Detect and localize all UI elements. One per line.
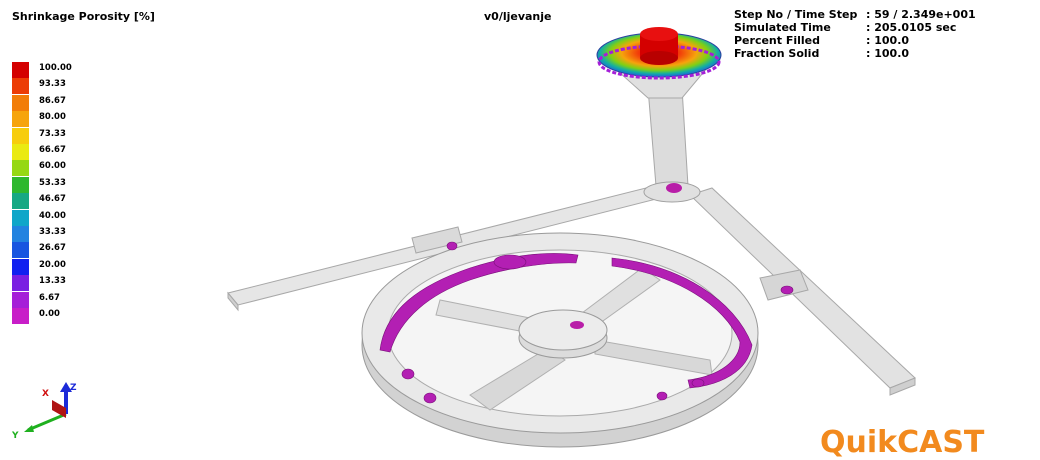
legend-level: 100.00: [12, 62, 132, 78]
legend-level: 6.67: [12, 291, 132, 308]
stat-value: : 205.0105 sec: [866, 21, 957, 34]
stat-value: : 59 / 2.349e+001: [866, 8, 976, 21]
legend-swatch: [12, 127, 29, 144]
legend-swatch: [12, 176, 29, 193]
legend-swatch: [12, 242, 29, 259]
result-title: Shrinkage Porosity [%]: [12, 10, 155, 23]
legend-label: 80.00: [39, 112, 66, 123]
legend-level: 13.33: [12, 275, 132, 292]
stat-label: Fraction Solid: [734, 47, 820, 60]
legend-swatch: [12, 275, 29, 292]
legend-swatch: [12, 193, 29, 210]
legend-label: 100.00: [39, 63, 72, 73]
legend-level: 60.00: [12, 160, 132, 177]
legend-level: 73.33: [12, 127, 132, 144]
legend-label: 0.00: [39, 309, 60, 319]
legend-level: 40.00: [12, 209, 132, 226]
legend-level: 93.33: [12, 78, 132, 95]
legend-swatch: [12, 226, 29, 242]
axis-z-label: Z: [70, 383, 77, 393]
legend-swatch: [12, 78, 29, 95]
legend-swatch: [12, 94, 29, 111]
model-name: v0/ljevanje: [484, 10, 552, 23]
stat-label: Step No / Time Step: [734, 8, 858, 21]
stat-label: Simulated Time: [734, 21, 831, 34]
legend-label: 53.33: [39, 177, 66, 188]
legend-swatch: [12, 144, 29, 160]
legend-level: 0.00: [12, 308, 132, 324]
stat-value: : 100.0: [866, 47, 910, 60]
pouring-cup-hotspot: [596, 27, 722, 80]
legend-label: 66.67: [39, 145, 66, 155]
legend-level: 26.67: [12, 242, 132, 259]
legend-level: 46.67: [12, 193, 132, 210]
stat-label: Percent Filled: [734, 34, 821, 47]
axis-triad-icon: X Y Z: [11, 382, 77, 440]
porosity-defects: [379, 241, 794, 404]
axis-x-label: X: [42, 389, 49, 399]
stat-value: : 100.0: [866, 34, 910, 47]
legend-level: 20.00: [12, 258, 132, 275]
legend-label: 60.00: [39, 161, 66, 172]
legend-level: 86.67: [12, 94, 132, 111]
legend-label: 13.33: [39, 276, 66, 287]
legend-level: 80.00: [12, 111, 132, 128]
legend-label: 40.00: [39, 210, 66, 221]
runner-bar-right: [689, 187, 916, 396]
legend-swatch: [12, 209, 29, 226]
legend-swatch: [12, 62, 29, 78]
axis-y-label: Y: [11, 431, 19, 440]
legend-swatch: [12, 308, 29, 324]
legend-swatch: [12, 111, 29, 128]
legend-label: 73.33: [39, 128, 66, 139]
legend-level: 53.33: [12, 176, 132, 193]
legend-label: 6.67: [39, 292, 60, 303]
brand-logo: QuikCAST: [820, 425, 985, 460]
legend-label: 86.67: [39, 95, 66, 106]
wheel-casting: [361, 232, 759, 448]
legend-label: 46.67: [39, 194, 66, 205]
legend-level: 66.67: [12, 144, 132, 160]
legend-label: 26.67: [39, 243, 66, 254]
legend-label: 93.33: [39, 79, 66, 90]
legend-label: 33.33: [39, 227, 66, 237]
legend-swatch: [12, 160, 29, 177]
legend-swatch: [12, 258, 29, 275]
legend-swatch: [12, 291, 29, 308]
legend-level: 33.33: [12, 226, 132, 242]
legend-label: 20.00: [39, 259, 66, 270]
